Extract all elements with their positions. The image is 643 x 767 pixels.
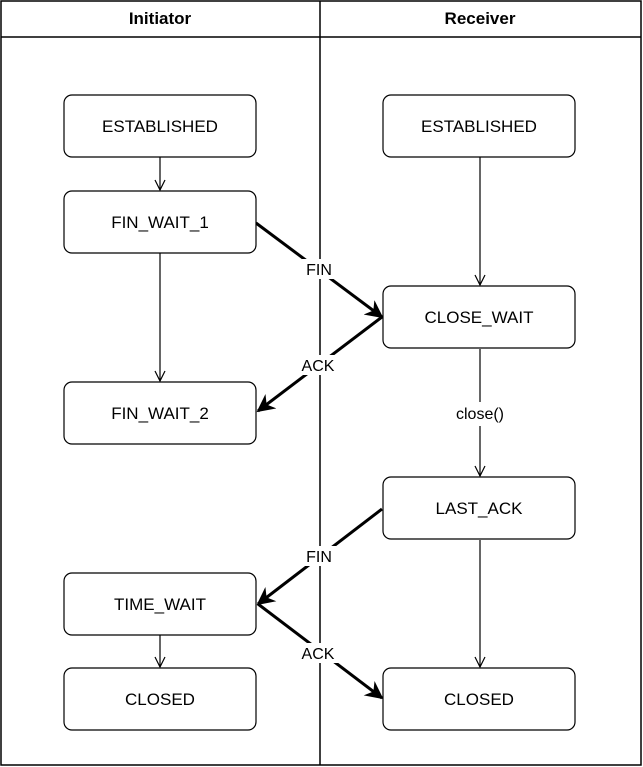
edge-label-close-call: close(): [456, 406, 504, 423]
edge-label-fin-1: FIN: [306, 262, 332, 279]
state-init-established: ESTABLISHED: [63, 94, 257, 158]
state-label: FIN_WAIT_1: [111, 213, 209, 232]
state-label: FIN_WAIT_2: [111, 404, 209, 423]
edge-label-ack-1: ACK: [302, 358, 335, 375]
state-label: CLOSED: [125, 690, 195, 709]
lane-title-initiator: Initiator: [129, 9, 192, 28]
lane-title-receiver: Receiver: [445, 9, 516, 28]
state-label: CLOSED: [444, 690, 514, 709]
state-recv-last-ack: LAST_ACK: [382, 476, 576, 540]
state-label: CLOSE_WAIT: [425, 308, 534, 327]
state-label: ESTABLISHED: [102, 117, 218, 136]
state-init-fin-wait-2: FIN_WAIT_2: [63, 381, 257, 445]
state-recv-close-wait: CLOSE_WAIT: [382, 285, 576, 349]
state-init-fin-wait-1: FIN_WAIT_1: [63, 190, 257, 254]
edge-label-fin-2: FIN: [306, 549, 332, 566]
state-recv-established: ESTABLISHED: [382, 94, 576, 158]
edge-label-ack-2: ACK: [302, 646, 335, 663]
state-init-time-wait: TIME_WAIT: [63, 572, 257, 636]
state-label: LAST_ACK: [436, 499, 524, 518]
state-label: ESTABLISHED: [421, 117, 537, 136]
state-label: TIME_WAIT: [114, 595, 206, 614]
state-recv-closed: CLOSED: [382, 667, 576, 731]
state-init-closed: CLOSED: [63, 667, 257, 731]
